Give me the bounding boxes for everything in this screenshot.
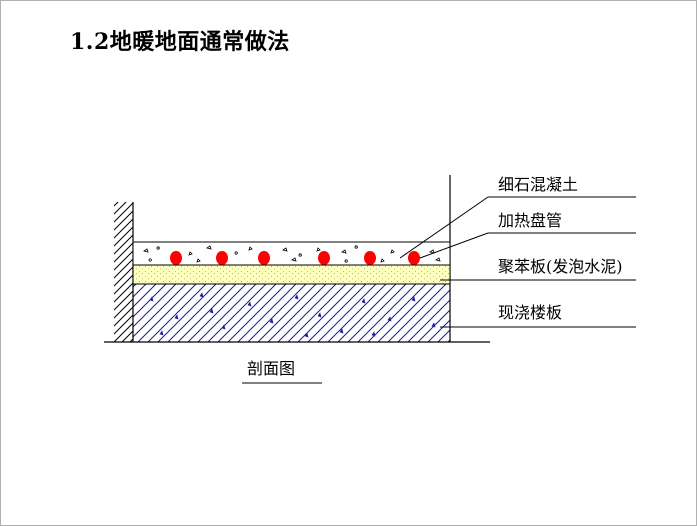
slab-mark xyxy=(317,312,322,318)
leader-concrete xyxy=(399,196,489,259)
slab-mark xyxy=(371,331,376,337)
aggregate-mark xyxy=(390,249,395,254)
slab-mark xyxy=(174,314,179,320)
heating-pipes xyxy=(170,251,420,265)
aggregate-mark xyxy=(248,246,253,251)
concrete-aggregate xyxy=(143,245,441,263)
page-title: 1.2地暖地面通常做法 xyxy=(70,29,290,55)
aggregate-mark xyxy=(291,257,297,262)
leader-pipe xyxy=(419,232,489,259)
foam-board-layer xyxy=(132,264,451,285)
slab-mark xyxy=(387,316,392,322)
floor-slab-layer xyxy=(132,283,451,343)
slab-mark xyxy=(199,292,204,298)
slab-mark xyxy=(269,318,274,324)
heating-pipe xyxy=(258,251,270,265)
heating-pipe xyxy=(170,251,182,265)
slab-aggregate-marks xyxy=(149,292,436,338)
slab-mark xyxy=(209,308,214,314)
aggregate-mark xyxy=(188,251,193,256)
slab-mark xyxy=(149,296,154,302)
label-heating-pipe: 加热盘管 xyxy=(498,211,562,230)
slab-mark xyxy=(304,332,309,338)
slab-mark xyxy=(294,294,299,300)
aggregate-mark xyxy=(282,247,288,252)
slab-mark xyxy=(159,330,164,336)
heating-pipe xyxy=(318,251,330,265)
aggregate-mark xyxy=(206,245,212,250)
heating-pipe xyxy=(364,251,376,265)
slab-mark xyxy=(431,322,436,328)
aggregate-mark xyxy=(435,257,441,262)
slab-mark xyxy=(247,301,252,307)
aggregate-mark xyxy=(344,259,348,263)
slab-mark xyxy=(361,298,366,304)
aggregate-mark xyxy=(429,249,435,254)
aggregate-mark xyxy=(341,249,347,254)
aggregate-mark xyxy=(156,246,160,250)
slab-mark xyxy=(411,296,416,302)
slab-mark xyxy=(339,328,344,334)
aggregate-mark xyxy=(234,251,238,255)
aggregate-mark xyxy=(354,245,358,249)
aggregate-mark xyxy=(196,258,201,263)
heating-pipe xyxy=(216,251,228,265)
slab-mark xyxy=(221,324,226,330)
left-wall-hatch xyxy=(114,202,133,342)
heating-pipe xyxy=(408,251,420,265)
aggregate-mark xyxy=(316,247,321,252)
aggregate-mark xyxy=(148,258,152,262)
section-caption: 剖面图 xyxy=(247,359,295,378)
aggregate-mark xyxy=(143,248,149,253)
label-floor-slab: 现浇楼板 xyxy=(498,303,562,322)
label-concrete: 细石混凝土 xyxy=(498,175,578,194)
aggregate-mark xyxy=(380,258,385,263)
label-foam-board: 聚苯板(发泡水泥) xyxy=(498,257,623,276)
aggregate-mark xyxy=(298,253,302,257)
